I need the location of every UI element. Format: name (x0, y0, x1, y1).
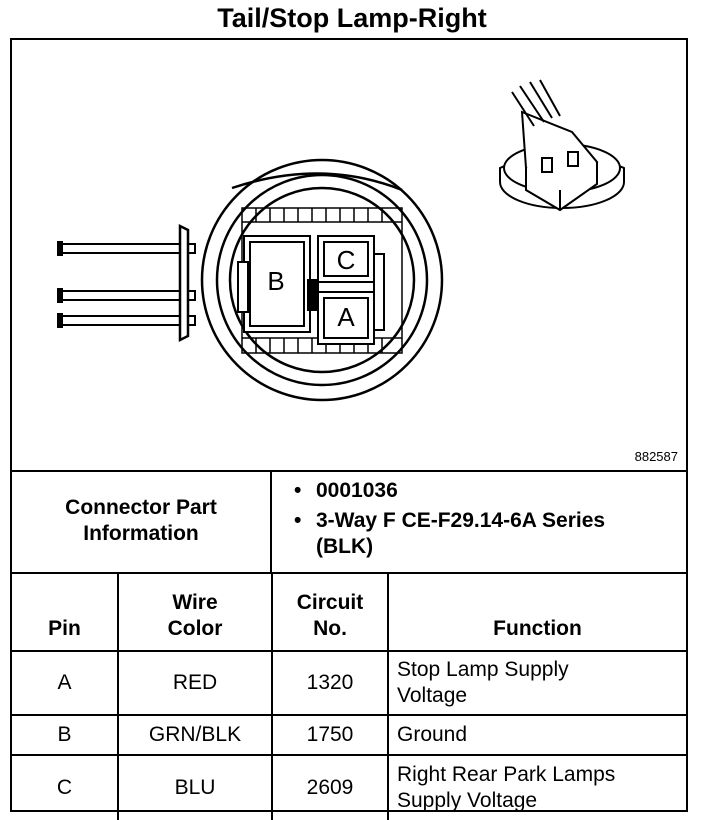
header-wire-color: Wire Color (117, 572, 273, 652)
connector-isometric-view (499, 79, 625, 212)
connector-sheet: B C A 882587 Connector Part Inf (10, 38, 688, 820)
circuit-cell: 1750 (271, 714, 389, 756)
header-pin: Pin (12, 572, 119, 652)
table-row: A RED 1320 Stop Lamp Supply Voltage (12, 650, 686, 716)
pin-table: Pin Wire Color Circuit No. Function A RE… (12, 572, 686, 820)
wire-color-cell: BLU (117, 754, 273, 820)
connector-part-label-text: Connector Part Information (65, 496, 217, 545)
part-description: 3-Way F CE-F29.14-6A Series (BLK) (294, 508, 616, 560)
connector-part-label: Connector Part Information (12, 470, 272, 572)
page-title: Tail/Stop Lamp-Right (217, 3, 487, 33)
pin-table-header: Pin Wire Color Circuit No. Function (12, 572, 686, 652)
cavity-label-c: C (337, 245, 356, 275)
cavity-outlines (237, 235, 385, 345)
pin-cell: B (12, 714, 119, 756)
circuit-cell: 1320 (271, 650, 389, 716)
cavity-label-b: B (267, 266, 284, 296)
cavity-label-a: A (337, 302, 355, 332)
wire-color-cell: RED (117, 650, 273, 716)
table-row: C BLU 2609 Right Rear Park Lamps Supply … (12, 754, 686, 820)
connector-drawing: B C A (57, 79, 625, 402)
header-circuit-no: Circuit No. (271, 572, 389, 652)
connector-part-row: Connector Part Information 0001036 3-Way… (12, 470, 686, 574)
connector-illustration: B C A 882587 (12, 40, 686, 472)
figure-id: 882587 (634, 449, 678, 464)
wire-leads (57, 241, 196, 328)
function-cell: Right Rear Park Lamps Supply Voltage (387, 754, 686, 820)
pin-cell: A (12, 650, 119, 716)
connector-part-info: 0001036 3-Way F CE-F29.14-6A Series (BLK… (272, 470, 686, 572)
function-cell: Ground (387, 714, 686, 756)
circuit-cell: 2609 (271, 754, 389, 820)
part-number: 0001036 (294, 478, 686, 504)
pin-cell: C (12, 754, 119, 820)
header-function: Function (387, 572, 686, 652)
table-row: B GRN/BLK 1750 Ground (12, 714, 686, 756)
function-cell: Stop Lamp Supply Voltage (387, 650, 686, 716)
wire-color-cell: GRN/BLK (117, 714, 273, 756)
